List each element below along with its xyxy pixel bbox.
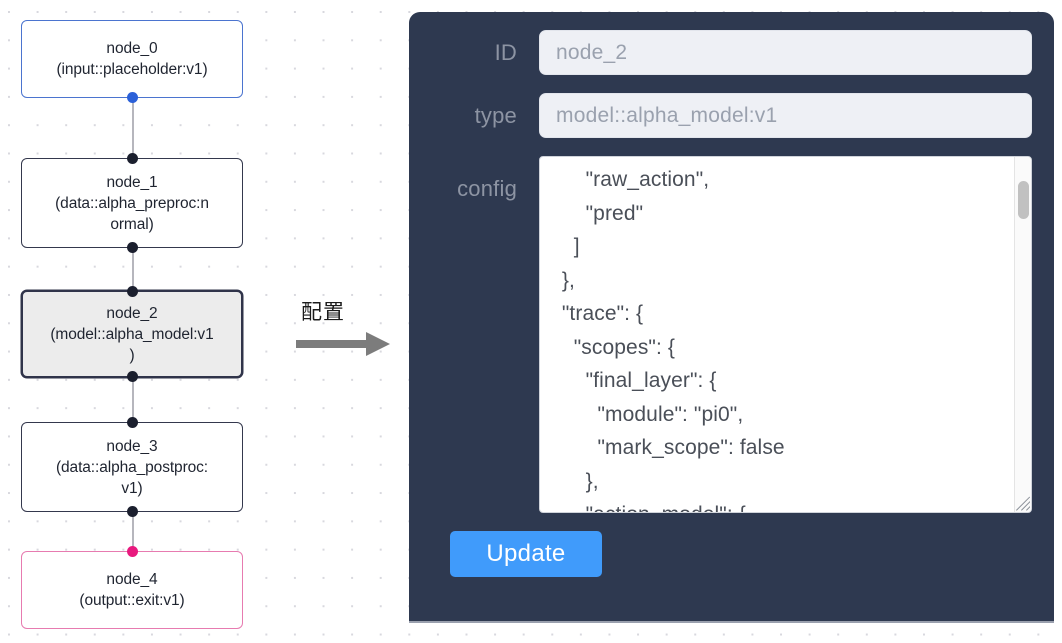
id-field-label: ID (494, 39, 517, 65)
id-input[interactable]: node_2 (539, 30, 1032, 75)
graph-node-node_2[interactable]: node_2 (model::alpha_model:v1 ) (21, 286, 243, 382)
field-row-config: config "raw_action", "pred" ] }, "trace"… (431, 156, 1032, 513)
node-handle-target-dot[interactable] (126, 153, 138, 164)
edge-node0-node1 (132, 98, 134, 158)
graph-node-label: node_1 (data::alpha_preproc:n ormal) (55, 173, 209, 233)
node-handle-source-dot[interactable] (126, 371, 138, 382)
edge-node1-node2 (132, 248, 134, 290)
graph-node-node_4[interactable]: node_4 (output::exit:v1) (21, 546, 243, 629)
type-input[interactable]: model::alpha_model:v1 (539, 93, 1032, 138)
annotation-arrow-group: 配置 (296, 296, 394, 358)
config-textarea[interactable]: "raw_action", "pred" ] }, "trace": { "sc… (539, 156, 1032, 513)
type-field-label: type (474, 102, 517, 128)
config-scrollbar-thumb[interactable] (1018, 181, 1029, 219)
node-handle-source-dot[interactable] (126, 242, 138, 253)
resize-grip-icon[interactable] (1015, 496, 1030, 511)
right-arrow-icon (296, 332, 390, 356)
graph-node-node_1[interactable]: node_1 (data::alpha_preproc:n ormal) (21, 153, 243, 253)
graph-node-node_0[interactable]: node_0 (input::placeholder:v1) (21, 20, 243, 103)
field-row-id: ID node_2 (431, 30, 1032, 75)
config-textarea-content[interactable]: "raw_action", "pred" ] }, "trace": { "sc… (561, 168, 785, 512)
graph-node-label: node_4 (output::exit:v1) (79, 571, 185, 609)
graph-node-node_3[interactable]: node_3 (data::alpha_postproc: v1) (21, 417, 243, 517)
flow-graph-canvas[interactable]: node_0 (input::placeholder:v1) node_1 (d… (0, 0, 396, 643)
field-row-type: type model::alpha_model:v1 (431, 93, 1032, 138)
node-handle-target-dot[interactable] (126, 546, 138, 557)
node-handle-source-dot[interactable] (126, 506, 138, 517)
node-handle-source-dot[interactable] (126, 92, 138, 103)
edge-node2-node3 (132, 378, 134, 422)
edge-node3-node4 (132, 512, 134, 551)
config-field-label: config (457, 176, 517, 201)
config-scrollbar[interactable] (1014, 157, 1031, 512)
graph-node-label: node_3 (data::alpha_postproc: v1) (55, 437, 209, 497)
node-handle-target-dot[interactable] (126, 417, 138, 428)
node-inspector-panel: ID node_2 type model::alpha_model:v1 con… (409, 12, 1054, 623)
node-handle-target-dot[interactable] (126, 286, 138, 297)
graph-node-label: node_0 (input::placeholder:v1) (56, 40, 208, 78)
update-button[interactable]: Update (450, 531, 602, 577)
graph-node-label: node_2 (model::alpha_model:v1 ) (50, 304, 214, 364)
arrow-label: 配置 (301, 300, 345, 324)
